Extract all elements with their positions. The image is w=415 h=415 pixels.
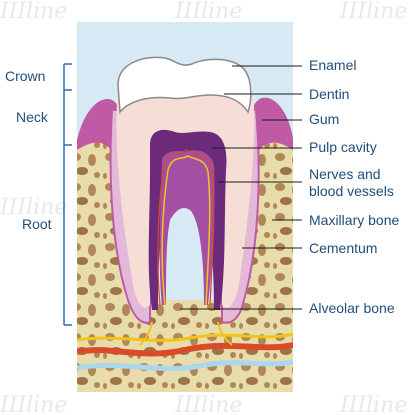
label-dentin: Dentin [309, 86, 349, 102]
root-vessel-left [139, 321, 153, 346]
blood-vessel-yellow [77, 332, 293, 342]
label-nerves-line1: Nerves and [309, 166, 381, 182]
leader-lines [180, 65, 302, 310]
label-pulp-cavity: Pulp cavity [309, 139, 377, 155]
svg-text:IIIline: IIIline [339, 393, 407, 415]
label-neck: Neck [16, 109, 49, 125]
svg-text:IIIline: IIIline [0, 393, 67, 415]
label-root: Root [22, 216, 52, 232]
label-enamel: Enamel [309, 57, 356, 73]
nerve-yellow-pulp [161, 155, 211, 306]
label-nerves-line2: blood vessels [309, 183, 394, 199]
blood-vessel-blue [77, 359, 293, 372]
svg-text:IIIline: IIIline [339, 0, 407, 24]
label-cementum: Cementum [309, 240, 377, 256]
label-crown: Crown [5, 68, 45, 84]
svg-text:IIIline: IIIline [174, 393, 242, 415]
svg-text:IIIline: IIIline [0, 195, 67, 220]
left-bracket [63, 63, 72, 326]
nerve-red-pulp [157, 149, 215, 306]
label-maxillary-bone: Maxillary bone [309, 212, 399, 228]
blood-vessel-red [77, 342, 293, 357]
root-vessel-right [217, 321, 233, 346]
label-gum: Gum [309, 111, 339, 127]
pulp-inner [159, 150, 215, 305]
tooth-illustration [77, 22, 293, 392]
label-alveolar-bone: Alveolar bone [309, 300, 395, 316]
svg-text:IIIline: IIIline [174, 0, 242, 24]
svg-text:IIIline: IIIline [0, 0, 67, 24]
enamel [117, 56, 252, 114]
